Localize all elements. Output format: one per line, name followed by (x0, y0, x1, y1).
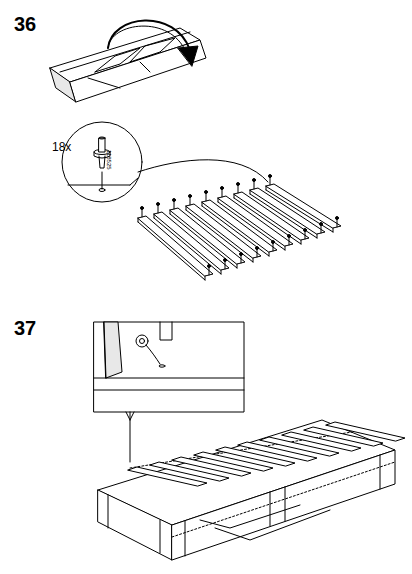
dowel (189, 195, 192, 198)
dowel (158, 205, 159, 213)
dowel (174, 201, 175, 209)
quantity-label: 18x (52, 141, 71, 153)
dowel (209, 267, 210, 275)
slat-edge (170, 214, 237, 268)
slat-edge (138, 218, 139, 222)
dowel (289, 237, 290, 245)
slat-edge (253, 258, 254, 262)
step-number: 36 (14, 14, 36, 34)
part-number: 118525 (106, 150, 112, 170)
dowel (205, 191, 208, 194)
slat-edge (333, 228, 334, 232)
dowel (221, 187, 224, 190)
slat-edge (154, 218, 221, 274)
dowel-callout (62, 122, 268, 202)
slat-edge (205, 276, 206, 280)
dowel (269, 175, 272, 178)
dowel (142, 209, 143, 217)
dowel (253, 179, 256, 182)
dowel (273, 243, 274, 251)
slat-edge (285, 246, 286, 250)
rotate-arrow (108, 20, 198, 66)
dowel (321, 225, 322, 233)
dowel (336, 217, 339, 220)
slat-edge (301, 240, 302, 244)
dowel (206, 193, 207, 201)
slat-edge (266, 190, 333, 232)
slat-edge (221, 270, 222, 274)
dowel (237, 183, 240, 186)
detail-box (94, 322, 244, 462)
dowel (337, 219, 338, 227)
slats (138, 175, 341, 281)
slat-edge (202, 202, 203, 206)
slat-edge (237, 264, 238, 268)
slat (326, 422, 405, 441)
dowel (305, 231, 306, 239)
dowel (173, 199, 176, 202)
slat-edge (234, 194, 235, 198)
dowel (222, 189, 223, 197)
dowel (190, 197, 191, 205)
slat-edge (317, 234, 318, 238)
slat-edge (250, 190, 251, 194)
dowel (254, 181, 255, 189)
slat-edge (170, 210, 171, 214)
slat-edge (266, 186, 267, 190)
step-number: 37 (14, 318, 36, 338)
dowel (270, 177, 271, 185)
flip-frame (50, 28, 206, 102)
dowel (157, 203, 160, 206)
slat-edge (154, 214, 155, 218)
dowel (225, 261, 226, 269)
frame-slats (128, 422, 405, 486)
dowel (141, 207, 144, 210)
bed-frame (98, 420, 395, 560)
slat-edge (186, 206, 187, 210)
dowel (241, 255, 242, 263)
slat-edge (218, 198, 219, 202)
dowel (238, 185, 239, 193)
slat (266, 184, 341, 228)
dowel (257, 249, 258, 257)
slat-edge (269, 252, 270, 256)
